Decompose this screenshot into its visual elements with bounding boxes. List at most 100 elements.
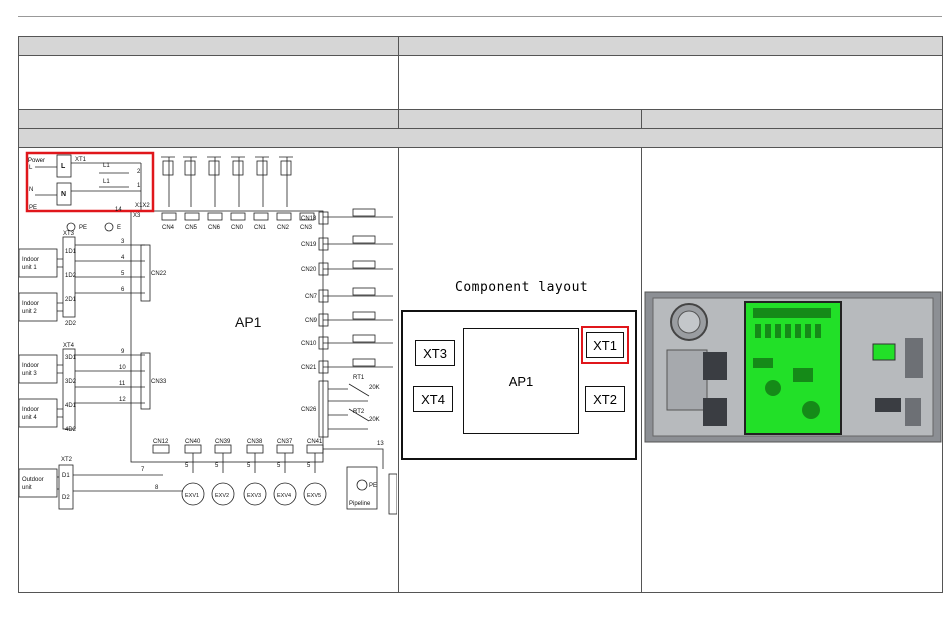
layout-xt1-label: XT1: [593, 337, 617, 353]
pe-label: PE: [79, 225, 87, 231]
wire-4: 4: [121, 255, 125, 261]
wire-7: 7: [141, 467, 145, 473]
cn18-label: CN18: [301, 216, 317, 222]
xt4-term-4: 4D2: [65, 427, 77, 433]
wire-2: 2: [137, 169, 141, 175]
indoor-unit-1-num: unit 1: [22, 265, 37, 271]
pipeline-pe-label: PE: [369, 483, 377, 489]
exv3-label: EXV3: [247, 493, 261, 499]
cn21-label: CN21: [301, 365, 317, 371]
rt2-value: 20K: [369, 417, 380, 423]
xt3-term-2: 1D2: [65, 273, 77, 279]
exv1-label: EXV1: [185, 493, 199, 499]
table-header-row-3: [19, 128, 942, 147]
xt1-l-text: L: [61, 163, 66, 170]
table-header-row-2: [19, 109, 942, 128]
wire-14: 14: [115, 207, 122, 213]
component-table: [18, 36, 943, 593]
layout-xt1: XT1: [581, 326, 629, 364]
header-rule: [18, 16, 942, 17]
terminal-pe-text: PE: [29, 205, 37, 211]
layout-ap1: AP1: [463, 328, 579, 434]
ev-wire-2: 5: [215, 463, 219, 469]
xt3-term-3: 2D1: [65, 297, 77, 303]
cn4-label: CN4: [162, 225, 175, 231]
terminal-l-text: L: [29, 165, 33, 171]
x1x2-label: X1X2: [135, 203, 150, 209]
cn41-label: CN41: [307, 439, 323, 445]
wiring-diagram: Power L N PE L N XT1 L1 L1 2 1 X1X2 14 X…: [19, 151, 397, 515]
layout-xt4: XT4: [413, 386, 453, 412]
layout-frame: XT3 XT4 AP1 XT1 XT2: [401, 310, 637, 460]
xt4-term-1: 3D1: [65, 355, 77, 361]
xt3-term-4: 2D2: [65, 321, 77, 327]
e-label: E: [117, 225, 121, 231]
cn3-label: CN3: [300, 225, 313, 231]
cn19-label: CN19: [301, 242, 317, 248]
xt2-label: XT2: [61, 457, 73, 463]
rt1-label: RT1: [353, 375, 365, 381]
cn7-label: CN7: [305, 294, 318, 300]
terminal-n-text: N: [29, 187, 33, 193]
cn40-label: CN40: [185, 439, 201, 445]
layout-xt4-label: XT4: [421, 391, 445, 407]
unit-photo: [644, 291, 942, 443]
cn37-label: CN37: [277, 439, 293, 445]
ev-wire-1: 5: [185, 463, 189, 469]
xt4-label: XT4: [63, 343, 75, 349]
x3-label: X3: [133, 213, 141, 219]
table-content-row-1: [19, 55, 942, 109]
layout-xt2: XT2: [585, 386, 625, 412]
layout-ap1-label: AP1: [508, 373, 534, 389]
xt3-label: XT3: [63, 231, 75, 237]
xt2-term-2: D2: [62, 495, 70, 501]
reactor-label-2: L1: [103, 179, 110, 185]
reactor-label-1: L1: [103, 163, 110, 169]
wire-6: 6: [121, 287, 125, 293]
ev-wire-4: 5: [277, 463, 281, 469]
cn1-label: CN1: [254, 225, 267, 231]
cn9-label: CN9: [305, 318, 318, 324]
cn6-label: CN6: [208, 225, 221, 231]
cn2-label: CN2: [277, 225, 290, 231]
cn33-label: CN33: [151, 379, 167, 385]
cn22-label: CN22: [151, 271, 167, 277]
cn20-label: CN20: [301, 267, 317, 273]
exv5-label: EXV5: [307, 493, 321, 499]
xt1-n-text: N: [61, 191, 66, 198]
wire-1: 1: [137, 183, 141, 189]
pipeline-label: Pipeline: [349, 501, 371, 507]
ap1-board-label: AP1: [235, 314, 262, 330]
cn26-label: CN26: [301, 407, 317, 413]
xt4-term-3: 4D1: [65, 403, 77, 409]
cn0-label: CN0: [231, 225, 244, 231]
wire-3: 3: [121, 239, 125, 245]
wire-5: 5: [121, 271, 125, 277]
wire-8: 8: [155, 485, 159, 491]
cn10-label: CN10: [301, 341, 317, 347]
xt3-term-1: 1D1: [65, 249, 77, 255]
wire-9: 9: [121, 349, 125, 355]
exv2-label: EXV2: [215, 493, 229, 499]
wire-11: 11: [119, 381, 126, 387]
xt2-term-1: D1: [62, 473, 70, 479]
wire-12: 12: [119, 397, 126, 403]
layout-xt2-label: XT2: [593, 391, 617, 407]
cn12-label: CN12: [153, 439, 169, 445]
table-header-row-1: [19, 37, 942, 55]
rt2-label: RT2: [353, 409, 365, 415]
ev-wire-3: 5: [247, 463, 251, 469]
ev-wire-5: 5: [307, 463, 311, 469]
rt1-value: 20K: [369, 385, 380, 391]
layout-xt3-label: XT3: [423, 345, 447, 361]
wire-10: 10: [119, 365, 126, 371]
cn39-label: CN39: [215, 439, 231, 445]
wire-13: 13: [377, 441, 384, 447]
power-label: Power: [28, 158, 45, 164]
xt1-label: XT1: [75, 157, 87, 163]
